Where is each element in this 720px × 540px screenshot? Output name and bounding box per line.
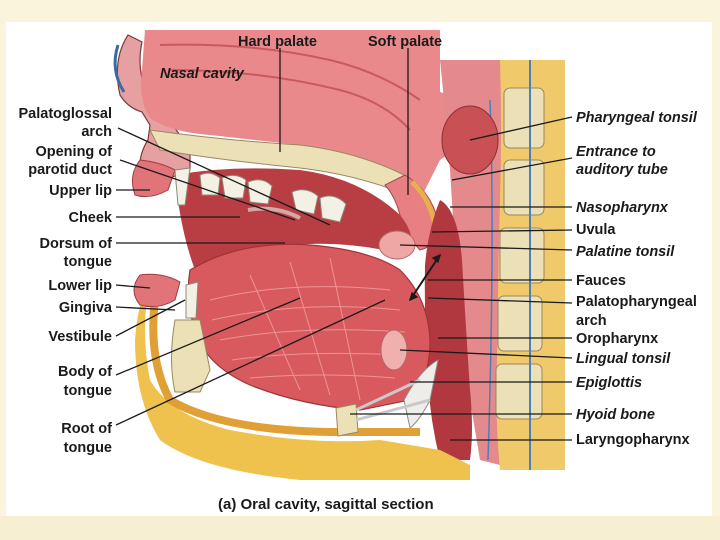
label-dorsum-of-tongue-2: tongue xyxy=(64,254,112,270)
label-entrance-auditory-tube-1: Entrance to xyxy=(576,144,656,160)
label-body-of-tongue-1: Body of xyxy=(58,364,112,380)
leader-lines xyxy=(115,48,573,441)
label-pharyngeal-tonsil: Pharyngeal tonsil xyxy=(576,110,698,126)
label-palatine-tonsil: Palatine tonsil xyxy=(576,244,675,260)
label-nasal-cavity: Nasal cavity xyxy=(160,66,245,82)
label-fauces: Fauces xyxy=(576,273,626,289)
label-nasopharynx: Nasopharynx xyxy=(576,200,669,216)
label-parotid-duct-2: parotid duct xyxy=(28,162,112,178)
label-hyoid-bone: Hyoid bone xyxy=(576,407,655,423)
figure-caption: (a) Oral cavity, sagittal section xyxy=(218,496,434,513)
bottom-strip xyxy=(0,516,720,540)
label-cheek: Cheek xyxy=(68,210,112,226)
label-epiglottis: Epiglottis xyxy=(576,375,642,391)
mandible xyxy=(171,319,211,393)
hyoid-shape xyxy=(335,403,359,437)
label-entrance-auditory-tube-2: auditory tube xyxy=(576,162,668,178)
label-hard-palate: Hard palate xyxy=(238,34,317,50)
label-lower-lip: Lower lip xyxy=(48,278,112,294)
label-palatoglossal-arch-1: Palatoglossal xyxy=(19,106,112,122)
label-lingual-tonsil: Lingual tonsil xyxy=(576,351,671,367)
label-palatopharyngeal-arch-1: Palatopharyngeal xyxy=(576,294,697,310)
chin-floor xyxy=(135,280,470,480)
label-dorsum-of-tongue-1: Dorsum of xyxy=(40,236,113,252)
label-root-of-tongue-1: Root of xyxy=(61,421,112,437)
label-uvula: Uvula xyxy=(576,222,616,238)
label-oropharynx: Oropharynx xyxy=(576,331,658,347)
pharyngeal-airway xyxy=(424,200,472,460)
label-root-of-tongue-2: tongue xyxy=(64,440,112,456)
label-palatoglossal-arch-2: arch xyxy=(81,124,112,140)
anatomy-illustration xyxy=(113,30,565,480)
upper-lip-shape xyxy=(131,159,176,198)
label-gingiva: Gingiva xyxy=(59,300,113,316)
labels: Hard palate Soft palate Nasal cavity Pal… xyxy=(19,34,698,513)
label-vestibule: Vestibule xyxy=(48,329,112,345)
lower-lip-shape xyxy=(133,273,181,308)
label-palatopharyngeal-arch-2: arch xyxy=(576,313,607,329)
label-parotid-duct-1: Opening of xyxy=(35,144,112,160)
label-upper-lip: Upper lip xyxy=(49,183,112,199)
teeth xyxy=(174,167,347,319)
label-laryngopharynx: Laryngopharynx xyxy=(576,432,690,448)
label-body-of-tongue-2: tongue xyxy=(64,383,112,399)
label-soft-palate: Soft palate xyxy=(368,34,442,50)
